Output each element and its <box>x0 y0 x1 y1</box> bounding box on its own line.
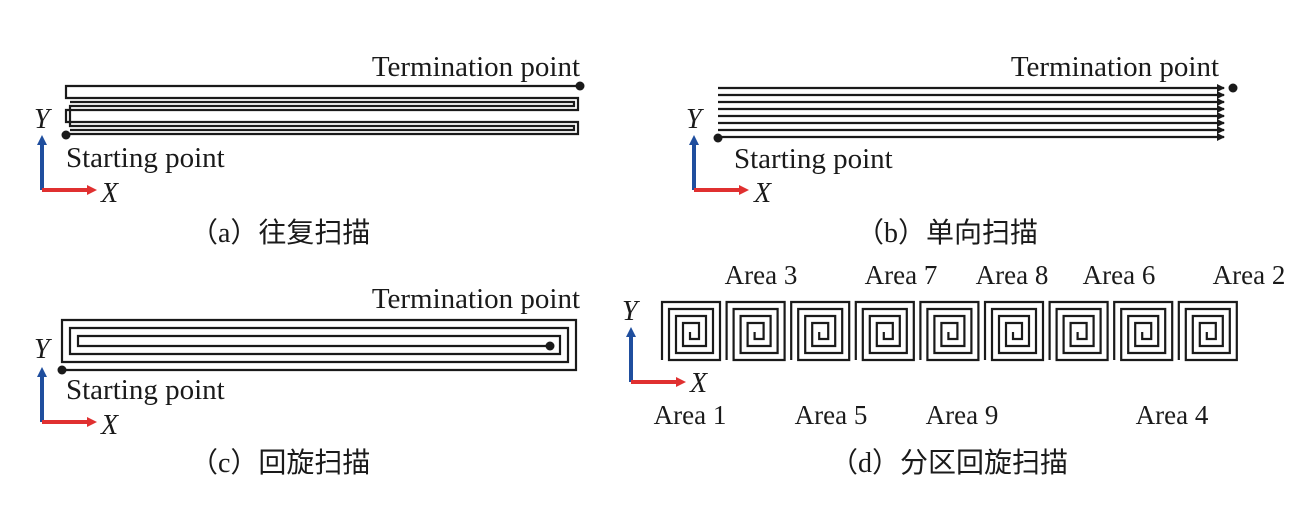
x-axis-label: X <box>753 178 772 209</box>
panel-a: Termination point Starting point Y X （a）… <box>34 51 585 249</box>
x-axis-label: X <box>689 368 708 399</box>
spiral-area <box>725 300 786 362</box>
spiral-area <box>919 300 980 362</box>
termination-label: Termination point <box>372 51 580 83</box>
starting-label: Starting point <box>66 142 225 174</box>
panel-c: Termination point Starting point Y X （c）… <box>34 283 580 479</box>
y-axis-label: Y <box>34 104 53 135</box>
area-labels-top: Area 3 Area 7 Area 8 Area 6 Area 2 <box>725 260 1286 290</box>
starting-label: Starting point <box>734 143 893 175</box>
spiral-area <box>1113 300 1174 362</box>
panel-d: Area 3 Area 7 Area 8 Area 6 Area 2 Area … <box>622 260 1285 479</box>
area-label: Area 1 <box>654 400 727 430</box>
area-label: Area 3 <box>725 260 798 290</box>
start-dot <box>57 365 67 375</box>
end-dot <box>1228 83 1238 93</box>
area-label: Area 5 <box>795 400 868 430</box>
end-dot <box>545 341 555 351</box>
caption-d: （d）分区回旋扫描 <box>830 447 1068 479</box>
area-label: Area 6 <box>1083 260 1156 290</box>
y-axis-label: Y <box>686 104 705 135</box>
spiral-area <box>1177 300 1238 362</box>
spiral-area <box>1048 300 1109 362</box>
area-label: Area 4 <box>1136 400 1209 430</box>
unidirectional-scan-lines <box>718 84 1225 141</box>
x-axis-label: X <box>100 410 119 441</box>
area-labels-bottom: Area 1 Area 5 Area 9 Area 4 <box>654 400 1209 430</box>
termination-label: Termination point <box>1011 51 1219 83</box>
caption-c: （c）回旋扫描 <box>190 447 370 479</box>
start-dot <box>61 130 71 140</box>
end-dot <box>575 81 585 91</box>
reciprocating-scan-path <box>64 84 580 136</box>
area-label: Area 2 <box>1213 260 1286 290</box>
spiral-area <box>854 300 915 362</box>
y-axis-label: Y <box>34 334 53 365</box>
spiral-area <box>983 300 1045 362</box>
spiral-area <box>790 300 851 362</box>
area-label: Area 7 <box>865 260 938 290</box>
starting-label: Starting point <box>66 374 225 406</box>
area-label: Area 9 <box>926 400 999 430</box>
caption-a: （a）往复扫描 <box>190 217 370 249</box>
caption-b: （b）单向扫描 <box>856 217 1038 249</box>
y-axis-label: Y <box>622 296 641 327</box>
spiral-scan-path <box>60 318 578 372</box>
reciprocating-scan-path-inner <box>68 100 576 132</box>
area-label: Area 8 <box>976 260 1049 290</box>
start-dot <box>713 133 723 143</box>
termination-label: Termination point <box>372 283 580 315</box>
x-axis-label: X <box>100 178 119 209</box>
panel-b: Termination point Starting point Y X （b）… <box>686 51 1238 249</box>
spiral-area <box>660 300 722 362</box>
partition-spirals <box>660 300 1238 362</box>
